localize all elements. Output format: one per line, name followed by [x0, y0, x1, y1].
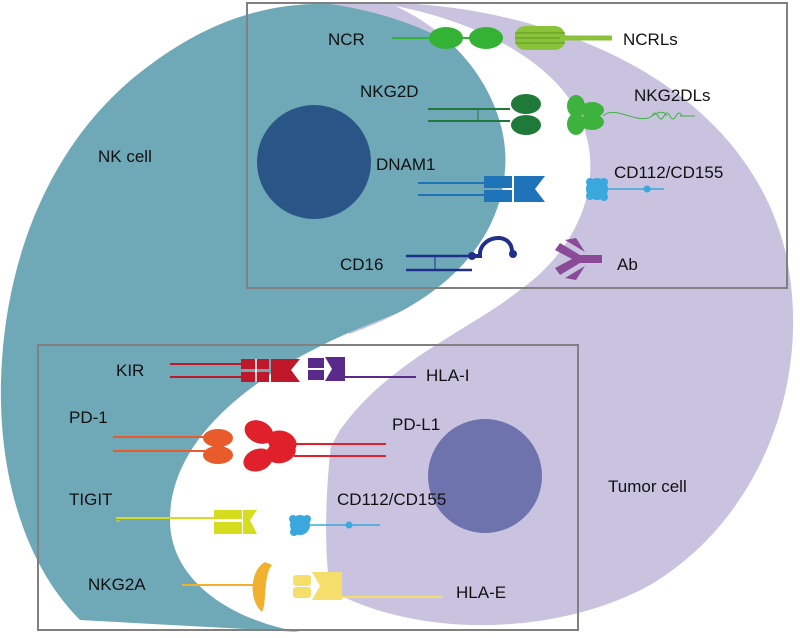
pd-l1-label: PD-L1	[392, 415, 440, 434]
nkg2d-label: NKG2D	[360, 82, 419, 101]
nk-cell-label: NK cell	[98, 147, 152, 166]
nkg2dls-ligand	[567, 95, 695, 135]
hla-e-ligand	[293, 572, 442, 600]
pd-l1-ligand	[243, 420, 386, 472]
nkg2dls-label: NKG2DLs	[634, 86, 711, 105]
cd112-cd155-ligand-top	[586, 178, 664, 201]
nkg2a-receptor	[182, 562, 272, 612]
pd1-receptor	[113, 429, 233, 464]
dnam1-receptor	[418, 176, 545, 202]
ncrls-ligand	[515, 26, 612, 50]
inhibitory-receptors-box	[37, 344, 579, 631]
activating-receptors-box	[246, 2, 788, 289]
tumor-cell-label: Tumor cell	[608, 477, 687, 496]
cd16-label: CD16	[340, 255, 383, 274]
intercellular-space	[189, 6, 591, 630]
kir-label: KIR	[116, 361, 144, 380]
cd112-cd155-top-label: CD112/CD155	[614, 163, 723, 182]
pd1-label: PD-1	[69, 408, 108, 427]
tigit-receptor	[116, 510, 257, 534]
tumor-nucleus	[428, 419, 542, 533]
nkg2d-receptor	[428, 94, 541, 135]
cd16-receptor	[406, 236, 517, 272]
cd112-cd155-ligand-bottom	[289, 515, 380, 536]
nk-cell-shape	[0, 3, 536, 632]
hla-i-label: HLA-I	[426, 366, 469, 385]
dnam1-label: DNAM1	[376, 155, 436, 174]
kir-receptor	[170, 359, 300, 382]
hla-e-label: HLA-E	[456, 583, 506, 602]
tigit-label: TIGIT	[69, 490, 112, 509]
ab-label: Ab	[617, 255, 638, 274]
hla-i-ligand	[308, 357, 416, 381]
nk-nucleus	[257, 105, 371, 219]
ncr-receptor	[392, 27, 503, 49]
nkg2a-label: NKG2A	[88, 575, 146, 594]
cd112-cd155-bottom-label: CD112/CD155	[337, 490, 446, 509]
ncrls-label: NCRLs	[623, 30, 678, 49]
antibody	[555, 238, 602, 280]
ncr-label: NCR	[328, 30, 365, 49]
